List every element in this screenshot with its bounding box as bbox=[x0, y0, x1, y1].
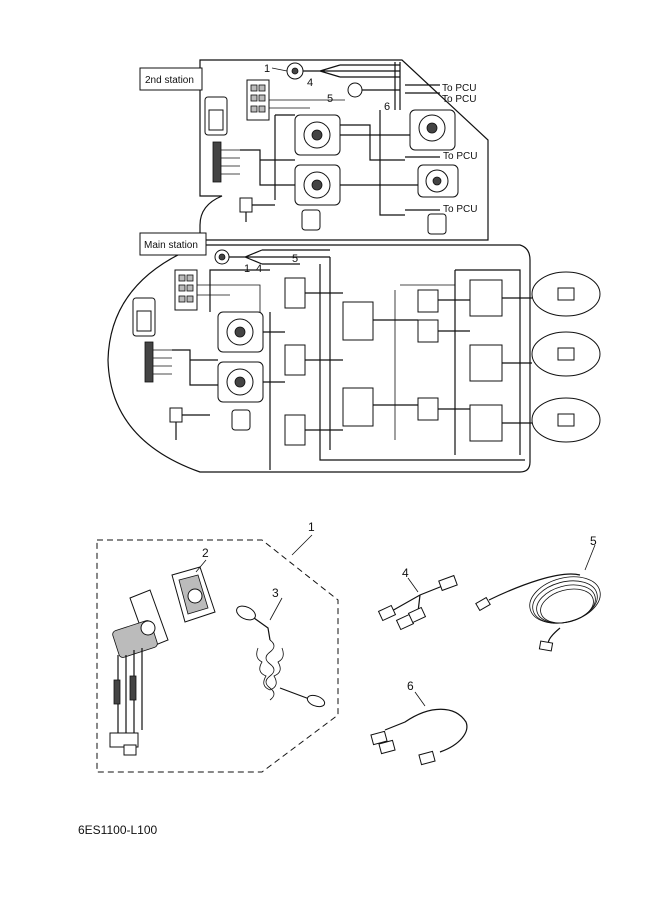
kit-boundary bbox=[96, 539, 339, 773]
second-station-panel: 2nd station bbox=[139, 59, 489, 241]
parts-callout-1: 1 bbox=[308, 520, 315, 534]
second-trim-switch bbox=[239, 197, 253, 213]
main-switch-module-1 bbox=[284, 277, 306, 309]
second-station-label-box bbox=[139, 67, 203, 91]
second-station-label: 2nd station bbox=[145, 75, 194, 86]
main-relay-1 bbox=[417, 289, 439, 313]
parts-callout-2: 2 bbox=[202, 546, 209, 560]
main-trim-switch bbox=[169, 407, 183, 423]
callout-main-4: 4 bbox=[256, 263, 262, 275]
main-switch-module-2 bbox=[284, 344, 306, 376]
main-station-label: Main station bbox=[144, 240, 198, 251]
main-sensor bbox=[231, 409, 251, 431]
main-hub-connector bbox=[144, 341, 154, 383]
main-control-unit-2 bbox=[342, 387, 374, 427]
parts-callout-4: 4 bbox=[402, 566, 409, 580]
parts-callout-5: 5 bbox=[590, 534, 597, 548]
pcu-label-1: To PCU bbox=[442, 83, 476, 94]
main-control-unit-1 bbox=[342, 301, 374, 341]
callout-main-5: 5 bbox=[292, 253, 298, 265]
main-pcu-1 bbox=[469, 279, 503, 317]
part-5-connector-a bbox=[475, 596, 491, 612]
main-switch-panel bbox=[174, 269, 198, 311]
callout-second-5: 5 bbox=[327, 93, 333, 105]
second-junction bbox=[347, 82, 363, 98]
part-3-clip bbox=[236, 605, 256, 621]
pcu-label-3: To PCU bbox=[443, 151, 477, 162]
main-switch-module-3 bbox=[284, 414, 306, 446]
pcu-label-4: To PCU bbox=[443, 204, 477, 215]
second-sensor bbox=[301, 209, 321, 231]
callout-second-1: 1 bbox=[264, 63, 270, 75]
main-relay-3 bbox=[417, 397, 439, 421]
main-pcu-3 bbox=[469, 404, 503, 442]
second-switch-panel bbox=[246, 79, 270, 121]
main-station-label-box bbox=[139, 232, 207, 256]
main-station-panel: Main station bbox=[107, 232, 601, 473]
callout-main-1: 1 bbox=[244, 263, 250, 275]
second-hub-connector bbox=[212, 141, 222, 183]
parts-callout-3: 3 bbox=[272, 586, 279, 600]
callout-second-6: 6 bbox=[384, 101, 390, 113]
second-sensor-b bbox=[427, 213, 447, 235]
callout-second-4: 4 bbox=[307, 77, 313, 89]
diagram-code: 6ES1100-L100 bbox=[78, 823, 158, 837]
part-6-cable bbox=[384, 708, 468, 753]
main-relay-2 bbox=[417, 319, 439, 343]
parts-illustration: 1 2 3 4 5 6 bbox=[96, 520, 601, 773]
main-pcu-2 bbox=[469, 344, 503, 382]
second-display-screen bbox=[208, 109, 224, 131]
pcu-label-2: To PCU bbox=[442, 94, 476, 105]
parts-callout-6: 6 bbox=[407, 679, 414, 693]
part-5-connector-b bbox=[538, 640, 554, 652]
part-3-coil bbox=[265, 639, 275, 701]
main-display-screen bbox=[136, 310, 152, 332]
